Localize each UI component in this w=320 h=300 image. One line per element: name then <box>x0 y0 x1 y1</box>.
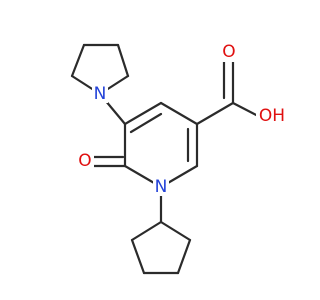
atom-o-acid-carbonyl: O <box>220 42 238 62</box>
bond <box>129 112 163 134</box>
bond <box>195 101 235 126</box>
atom-label-n: N <box>94 84 107 104</box>
bond <box>176 238 192 275</box>
atom-label-oh: OH <box>259 106 285 126</box>
atom-label-o: O <box>222 42 235 62</box>
bond <box>130 220 163 242</box>
bond <box>123 101 163 126</box>
atom-oh-acid: OH <box>256 106 288 126</box>
bond <box>159 220 192 242</box>
bond <box>159 101 199 126</box>
molecule-structure: N N O O OH <box>70 42 288 275</box>
pyrrolidine-ring <box>70 43 130 96</box>
pyridone-ring <box>123 101 199 189</box>
cyclopentyl-ring <box>130 220 192 275</box>
bond <box>70 43 86 78</box>
atom-label-o: O <box>78 151 91 171</box>
carboxylic-acid-group <box>195 60 264 126</box>
atom-label-n: N <box>155 177 168 197</box>
bond <box>130 238 146 275</box>
atom-o-carbonyl: O <box>76 151 94 171</box>
molecule-canvas: N N O O OH <box>70 42 288 275</box>
bond <box>116 43 130 78</box>
atom-n-pyrrolidine: N <box>92 84 108 104</box>
atom-n-pyridone: N <box>153 177 169 197</box>
